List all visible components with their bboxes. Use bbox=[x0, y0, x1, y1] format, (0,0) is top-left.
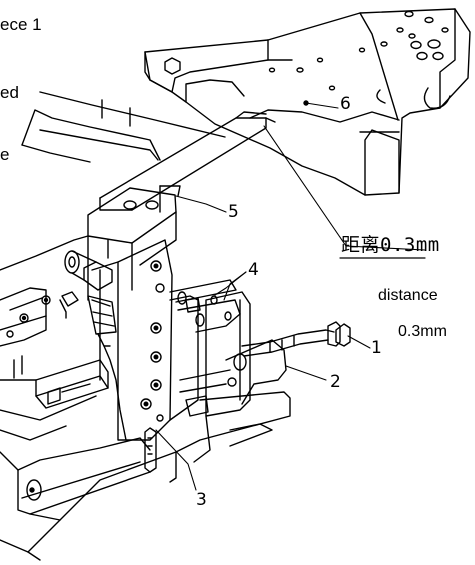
distance-label-chinese: 距离0.3mm bbox=[341, 234, 440, 256]
leader-lines bbox=[155, 102, 426, 491]
callout-2: 2 bbox=[330, 372, 341, 392]
lower-left-assembly bbox=[0, 235, 109, 471]
block-part-5 bbox=[87, 187, 177, 301]
callout-5: 5 bbox=[228, 202, 239, 222]
distance-value-english: 0.3mm bbox=[398, 323, 447, 340]
adjust-pins-part-4 bbox=[169, 279, 241, 333]
callout-4: 4 bbox=[248, 260, 259, 280]
callout-6: 6 bbox=[340, 94, 351, 114]
callout-1: 1 bbox=[371, 338, 382, 358]
distance-label-english: distance bbox=[378, 287, 438, 304]
pneumatic-fitting bbox=[59, 250, 127, 441]
cut-label-low: e bbox=[0, 145, 10, 164]
bracket-plate-part-6 bbox=[144, 8, 471, 196]
background-plate bbox=[21, 91, 226, 163]
adjust-screw-part-1 bbox=[241, 321, 351, 357]
cut-label-top: ece 1 bbox=[0, 15, 42, 34]
guide-rail bbox=[99, 111, 276, 213]
base-plate bbox=[0, 391, 291, 561]
callout-3: 3 bbox=[196, 490, 207, 510]
cut-label-mid: ed bbox=[0, 83, 19, 102]
